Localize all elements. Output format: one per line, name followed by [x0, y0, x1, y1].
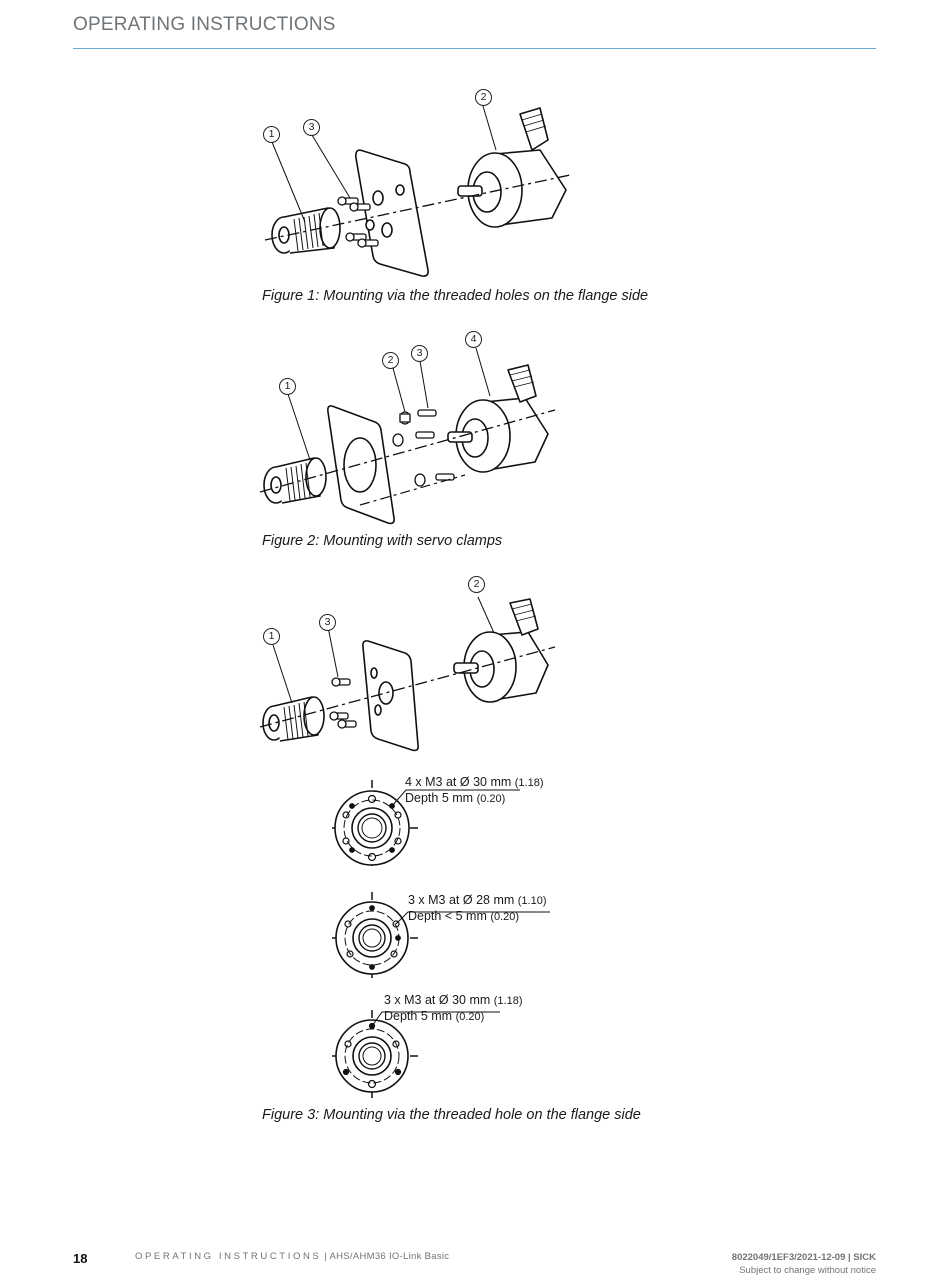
footer-document-title: OPERATING INSTRUCTIONS | AHS/AHM36 IO-Li…: [135, 1251, 450, 1262]
screws-drawing: [337, 196, 379, 248]
figure-2-caption: Figure 2: Mounting with servo clamps: [262, 533, 503, 549]
footer-document-info: 8022049/1EF3/2021-12-09 | SICK Subject t…: [732, 1251, 876, 1277]
figure-3-caption: Figure 3: Mounting via the threaded hole…: [262, 1107, 641, 1123]
figure-3-callout-2: 2: [468, 576, 485, 593]
figure-2-illustration: [259, 347, 556, 525]
screws-drawing: [329, 677, 357, 729]
flange-detail-1-holes: 4 x M3 at Ø 30 mm (1.18): [405, 775, 544, 789]
figure-3-illustration: [259, 596, 556, 752]
flange-plate-drawing: [355, 149, 429, 277]
coupling-drawing: [263, 457, 327, 504]
footer-doc-code: 8022049/1EF3/2021-12-09 | SICK: [731, 1252, 876, 1263]
encoder-drawing: [457, 107, 567, 228]
encoder-drawing: [453, 598, 549, 703]
flange-detail-2-holes: 3 x M3 at Ø 28 mm (1.10): [408, 893, 547, 907]
coupling-drawing: [262, 696, 325, 742]
footer-notice: Subject to change without notice: [739, 1265, 876, 1276]
figure-1-caption: Figure 1: Mounting via the threaded hole…: [262, 288, 649, 304]
coupling-drawing: [271, 207, 341, 254]
figure-1-illustration: [264, 105, 571, 277]
servo-clamps-drawing: [392, 409, 455, 487]
page-header-title: OPERATING INSTRUCTIONS: [73, 14, 336, 35]
encoder-drawing: [447, 364, 549, 473]
flange-face-view-1: [332, 780, 520, 866]
header-rule: [73, 48, 876, 49]
figure-3-callout-3: 3: [319, 614, 336, 631]
figure-1-callout-1: 1: [263, 126, 280, 143]
figure-2-callout-3: 3: [411, 345, 428, 362]
page-number: 18: [73, 1251, 88, 1266]
flange-detail-1-depth: Depth 5 mm (0.20): [405, 791, 506, 805]
figure-2-callout-1: 1: [279, 378, 296, 395]
figure-1-callout-2: 2: [475, 89, 492, 106]
figure-2-callout-4: 4: [465, 331, 482, 348]
flange-detail-3-holes: 3 x M3 at Ø 30 mm (1.18): [384, 993, 523, 1007]
flange-face-view-3: [332, 1010, 500, 1098]
flange-detail-3-depth: Depth 5 mm (0.20): [384, 1009, 485, 1023]
figure-1-callout-3: 3: [303, 119, 320, 136]
flange-detail-2-depth: Depth < 5 mm (0.20): [408, 909, 520, 923]
flange-face-view-2: [332, 892, 550, 978]
figure-2-callout-2: 2: [382, 352, 399, 369]
figure-3-callout-1: 1: [263, 628, 280, 645]
